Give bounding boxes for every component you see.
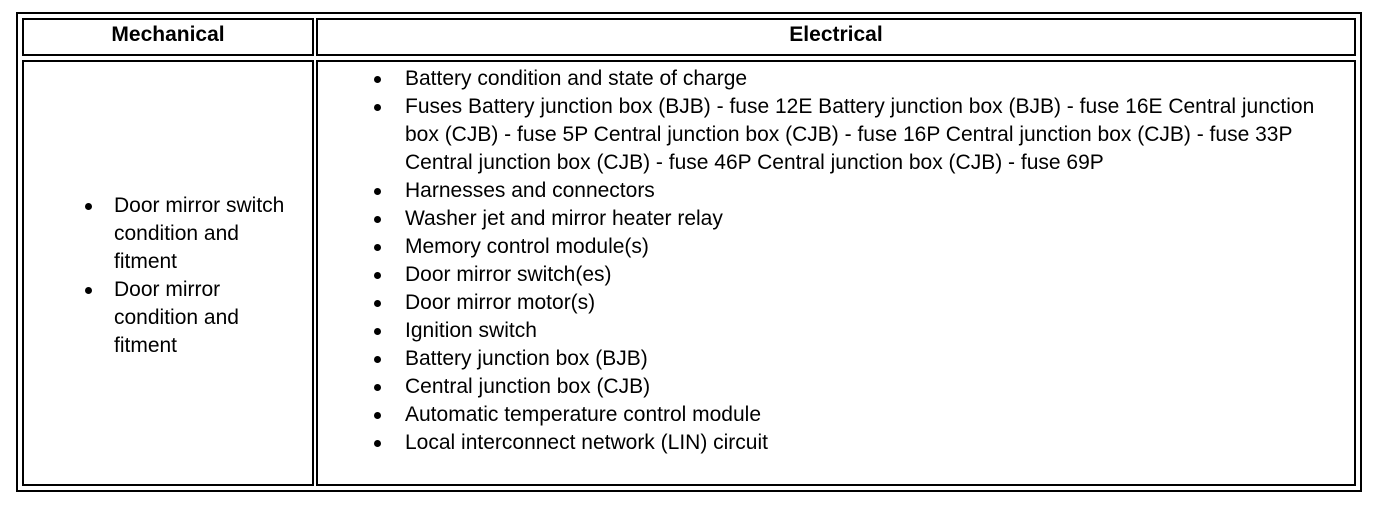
list-item: Battery junction box (BJB): [374, 345, 1345, 373]
list-item: Local interconnect network (LIN) circuit: [374, 429, 1345, 457]
list-item: Memory control module(s): [374, 233, 1345, 261]
electrical-cell: Battery condition and state of charge Fu…: [316, 60, 1356, 486]
list-item: Harnesses and connectors: [374, 177, 1345, 205]
header-mechanical: Mechanical: [22, 18, 314, 56]
list-item: Battery condition and state of charge: [374, 65, 1345, 93]
list-item: Door mirror switch(es): [374, 261, 1345, 289]
list-item: Door mirror condition and fitment: [85, 276, 304, 360]
electrical-list: Battery condition and state of charge Fu…: [374, 65, 1345, 457]
list-item: Door mirror motor(s): [374, 289, 1345, 317]
list-item: Fuses Battery junction box (BJB) - fuse …: [374, 93, 1345, 177]
mechanical-list: Door mirror switch condition and fitment…: [85, 192, 304, 360]
inspection-table: Mechanical Electrical Door mirror switch…: [16, 12, 1362, 492]
list-item: Washer jet and mirror heater relay: [374, 205, 1345, 233]
list-item: Central junction box (CJB): [374, 373, 1345, 401]
list-item: Automatic temperature control module: [374, 401, 1345, 429]
list-item: Door mirror switch condition and fitment: [85, 192, 304, 276]
header-electrical: Electrical: [316, 18, 1356, 56]
mechanical-cell: Door mirror switch condition and fitment…: [22, 60, 314, 486]
list-item: Ignition switch: [374, 317, 1345, 345]
